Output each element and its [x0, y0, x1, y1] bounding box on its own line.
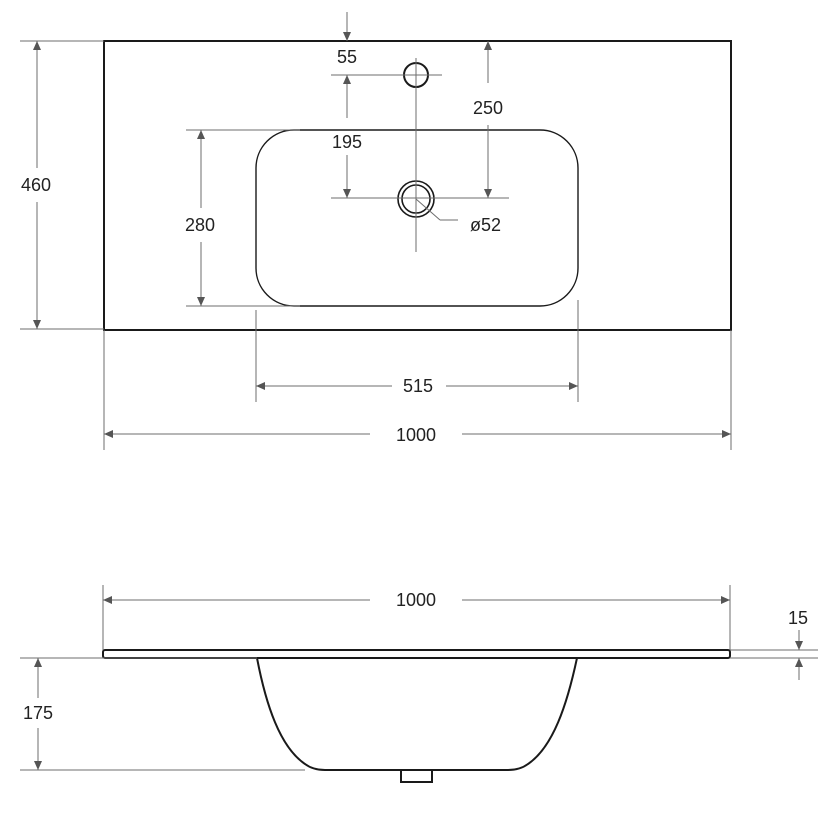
side-view: 1000 15 175 — [20, 585, 818, 783]
dim-bowl-front-offset-label: 195 — [332, 132, 362, 152]
dim-depth: 460 — [20, 40, 104, 330]
top-view: 55 195 250 ø52 — [20, 12, 732, 450]
dim-tap-offset: 55 — [337, 12, 357, 118]
dim-overall-width-top: 1000 — [103, 330, 732, 450]
dim-bowl-front-offset: 195 — [332, 132, 362, 198]
bowl-profile — [256, 657, 578, 771]
dim-tap-offset-label: 55 — [337, 47, 357, 67]
dim-drain-offset: 250 — [473, 41, 503, 198]
slab-outline — [102, 649, 731, 659]
drain-stub — [400, 769, 433, 783]
dim-overall-width-top-label: 1000 — [396, 425, 436, 445]
dim-bowl-depth: 280 — [185, 129, 300, 307]
dim-overall-width-side: 1000 — [102, 585, 731, 650]
dim-slab-thickness-label: 15 — [788, 608, 808, 628]
dim-drain-offset-label: 250 — [473, 98, 503, 118]
dim-bowl-width: 515 — [255, 300, 579, 402]
dim-bowl-width-label: 515 — [403, 376, 433, 396]
dim-slab-thickness: 15 — [730, 608, 818, 680]
bowl-outline — [255, 129, 579, 307]
dim-bowl-height: 175 — [20, 657, 305, 771]
dim-drain-diameter: ø52 — [415, 198, 501, 235]
dim-overall-width-side-label: 1000 — [396, 590, 436, 610]
countertop-outline — [103, 40, 732, 331]
dim-bowl-depth-label: 280 — [185, 215, 215, 235]
dim-bowl-height-label: 175 — [23, 703, 53, 723]
dim-depth-label: 460 — [21, 175, 51, 195]
dim-drain-diameter-label: ø52 — [470, 215, 501, 235]
